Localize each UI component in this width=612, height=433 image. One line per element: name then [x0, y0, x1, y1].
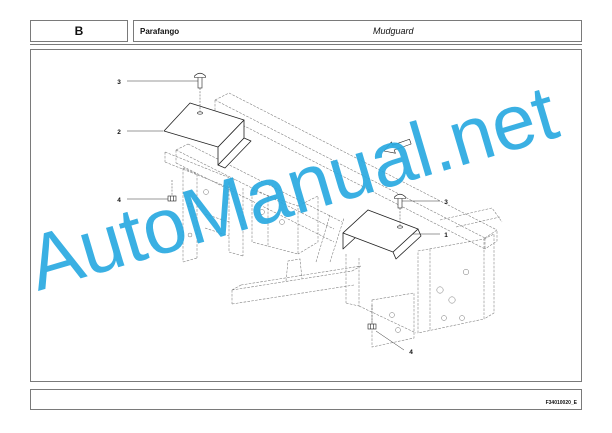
figure-code: F34010020_E — [545, 400, 577, 406]
diagram-panel — [30, 49, 582, 382]
title-italian: Parafango — [140, 27, 180, 36]
footer-panel: F34010020_E — [30, 389, 582, 410]
section-letter: B — [74, 24, 84, 38]
page-title-box: Parafango Mudguard — [133, 20, 582, 42]
section-letter-box: B — [30, 20, 128, 42]
title-english: Mudguard — [373, 26, 414, 36]
header-divider — [30, 44, 582, 45]
